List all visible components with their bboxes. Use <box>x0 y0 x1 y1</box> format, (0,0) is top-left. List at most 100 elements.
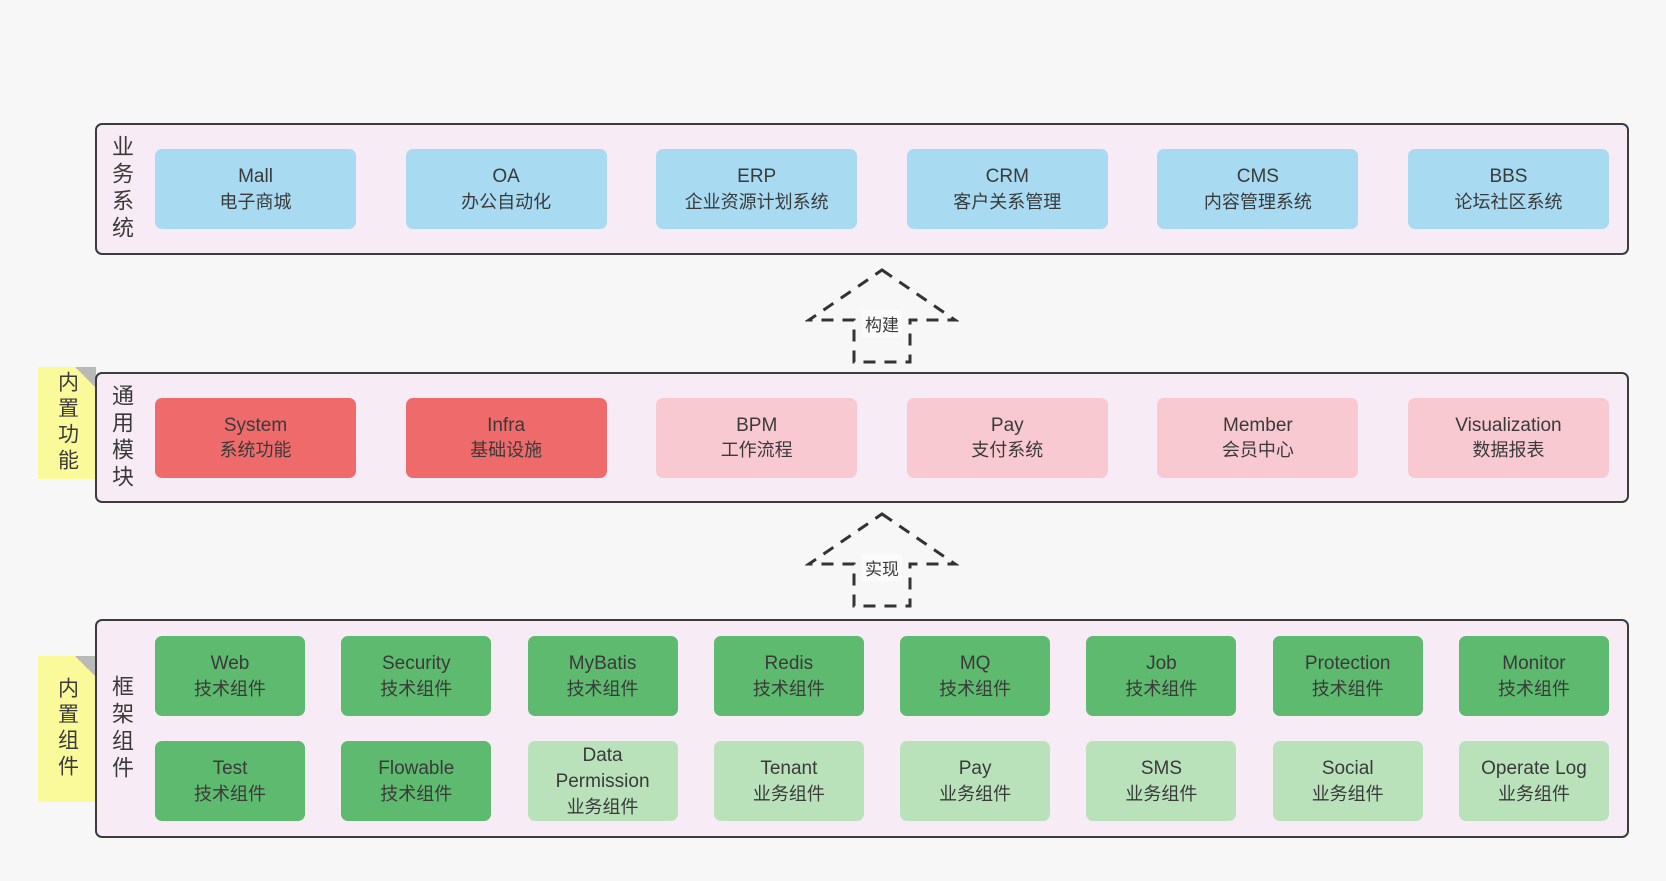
box-title: Data Permission <box>555 745 650 792</box>
box-title: Visualization <box>1455 414 1562 436</box>
box-title: MQ <box>959 653 991 675</box>
box-subtitle: 业务组件 <box>1497 783 1570 804</box>
box-title: Pay <box>958 758 992 780</box>
box-title: Flowable <box>378 758 455 780</box>
box-operate-log: Operate Log 业务组件 <box>1458 741 1609 821</box>
build-arrow: 构建 <box>805 266 959 366</box>
box-title: Member <box>1223 414 1293 436</box>
box-title: System <box>223 414 288 436</box>
box-data-permission: Data Permission 业务组件 <box>527 741 678 821</box>
box-subtitle: 技术组件 <box>194 678 266 699</box>
box-flowable: Flowable 技术组件 <box>341 741 492 821</box>
box-title: Web <box>210 653 250 675</box>
box-title: Monitor <box>1502 653 1566 675</box>
box-sms: SMS 业务组件 <box>1086 741 1237 821</box>
box-subtitle: 技术组件 <box>380 783 453 804</box>
box-subtitle: 客户关系管理 <box>953 191 1062 212</box>
layer-label-modules: 通用模块 <box>109 383 134 492</box>
box-subtitle: 技术组件 <box>380 678 453 699</box>
box-subtitle: 业务组件 <box>1311 783 1384 804</box>
box-protection: Protection 技术组件 <box>1272 636 1423 716</box>
box-infra: Infra 基础设施 <box>405 397 607 478</box>
layer-label-components: 框架组件 <box>109 674 134 783</box>
box-subtitle: 技术组件 <box>1125 678 1198 699</box>
box-monitor: Monitor 技术组件 <box>1458 636 1609 716</box>
box-title: Job <box>1146 653 1177 675</box>
box-visualization: Visualization 数据报表 <box>1407 397 1609 478</box>
box-title: Security <box>381 653 451 675</box>
box-subtitle: 论坛社区系统 <box>1454 191 1563 212</box>
box-title: BPM <box>736 414 778 436</box>
box-subtitle: 业务组件 <box>752 783 825 804</box>
box-redis: Redis 技术组件 <box>713 636 864 716</box>
box-title: Pay <box>990 414 1024 436</box>
box-subtitle: 电子商城 <box>219 191 292 212</box>
box-job: Job 技术组件 <box>1086 636 1237 716</box>
box-title: Test <box>212 758 248 780</box>
box-subtitle: 技术组件 <box>1311 678 1384 699</box>
box-subtitle: 办公自动化 <box>461 191 552 212</box>
box-title: Operate Log <box>1481 758 1587 780</box>
box-mybatis: MyBatis 技术组件 <box>527 636 678 716</box>
box-erp: ERP 企业资源计划系统 <box>656 149 858 229</box>
box-security: Security 技术组件 <box>341 636 492 716</box>
box-test: Test 技术组件 <box>155 741 305 821</box>
box-system: System 系统功能 <box>155 397 356 478</box>
box-title: SMS <box>1140 758 1182 780</box>
box-title: Redis <box>764 653 814 675</box>
box-mall: Mall 电子商城 <box>155 149 356 229</box>
box-title: CRM <box>985 166 1029 188</box>
box-title: ERP <box>737 166 777 188</box>
box-subtitle: 会员中心 <box>1221 440 1294 461</box>
box-web: Web 技术组件 <box>155 636 305 716</box>
box-subtitle: 系统功能 <box>219 440 292 461</box>
box-member: Member 会员中心 <box>1157 397 1359 478</box>
box-title: Mall <box>238 166 273 188</box>
box-title: Infra <box>487 414 526 436</box>
box-tenant: Tenant 业务组件 <box>713 741 864 821</box>
box-subtitle: 技术组件 <box>752 678 825 699</box>
box-subtitle: 技术组件 <box>1497 678 1570 699</box>
sticky-note-label: 内置功能 <box>55 371 79 475</box>
box-oa: OA 办公自动化 <box>405 149 607 229</box>
common-modules-row: System 系统功能 Infra 基础设施 BPM 工作流程 Pay 支付系统 Member 会… <box>155 397 1609 478</box>
box-subtitle: 内容管理系统 <box>1203 191 1312 212</box>
box-subtitle: 技术组件 <box>939 678 1012 699</box>
box-pay: Pay 支付系统 <box>906 397 1108 478</box>
build-arrow-label: 构建 <box>862 310 902 337</box>
box-subtitle: 企业资源计划系统 <box>684 191 829 212</box>
box-subtitle: 数据报表 <box>1472 440 1545 461</box>
box-cms: CMS 内容管理系统 <box>1157 149 1359 229</box>
box-subtitle: 技术组件 <box>194 783 266 804</box>
box-subtitle: 技术组件 <box>566 678 639 699</box>
implement-arrow-label: 实现 <box>862 554 902 581</box>
sticky-note-built-in-components: 内置组件 <box>38 656 96 802</box>
box-title: Tenant <box>760 758 818 780</box>
implement-arrow: 实现 <box>805 510 959 610</box>
box-bpm: BPM 工作流程 <box>656 397 858 478</box>
box-social: Social 业务组件 <box>1272 741 1423 821</box>
box-title: OA <box>492 166 520 188</box>
box-crm: CRM 客户关系管理 <box>906 149 1108 229</box>
box-subtitle: 业务组件 <box>1125 783 1198 804</box>
layer-common-modules: 通用模块 System 系统功能 Infra 基础设施 BPM 工作流程 Pay 支付系统 Me… <box>95 372 1629 503</box>
box-subtitle: 支付系统 <box>971 440 1044 461</box>
box-title: CMS <box>1236 166 1279 188</box>
box-title: MyBatis <box>568 653 637 675</box>
box-subtitle: 工作流程 <box>720 440 793 461</box>
box-subtitle: 业务组件 <box>566 796 639 817</box>
box-title: Social <box>1321 758 1374 780</box>
box-bbs: BBS 论坛社区系统 <box>1407 149 1609 229</box>
box-subtitle: 基础设施 <box>470 440 543 461</box>
sticky-note-label: 内置组件 <box>55 677 79 781</box>
box-title: BBS <box>1489 166 1528 188</box>
sticky-note-built-in-features: 内置功能 <box>38 367 96 479</box>
box-title: Protection <box>1304 653 1391 675</box>
box-mq: MQ 技术组件 <box>900 636 1051 716</box>
